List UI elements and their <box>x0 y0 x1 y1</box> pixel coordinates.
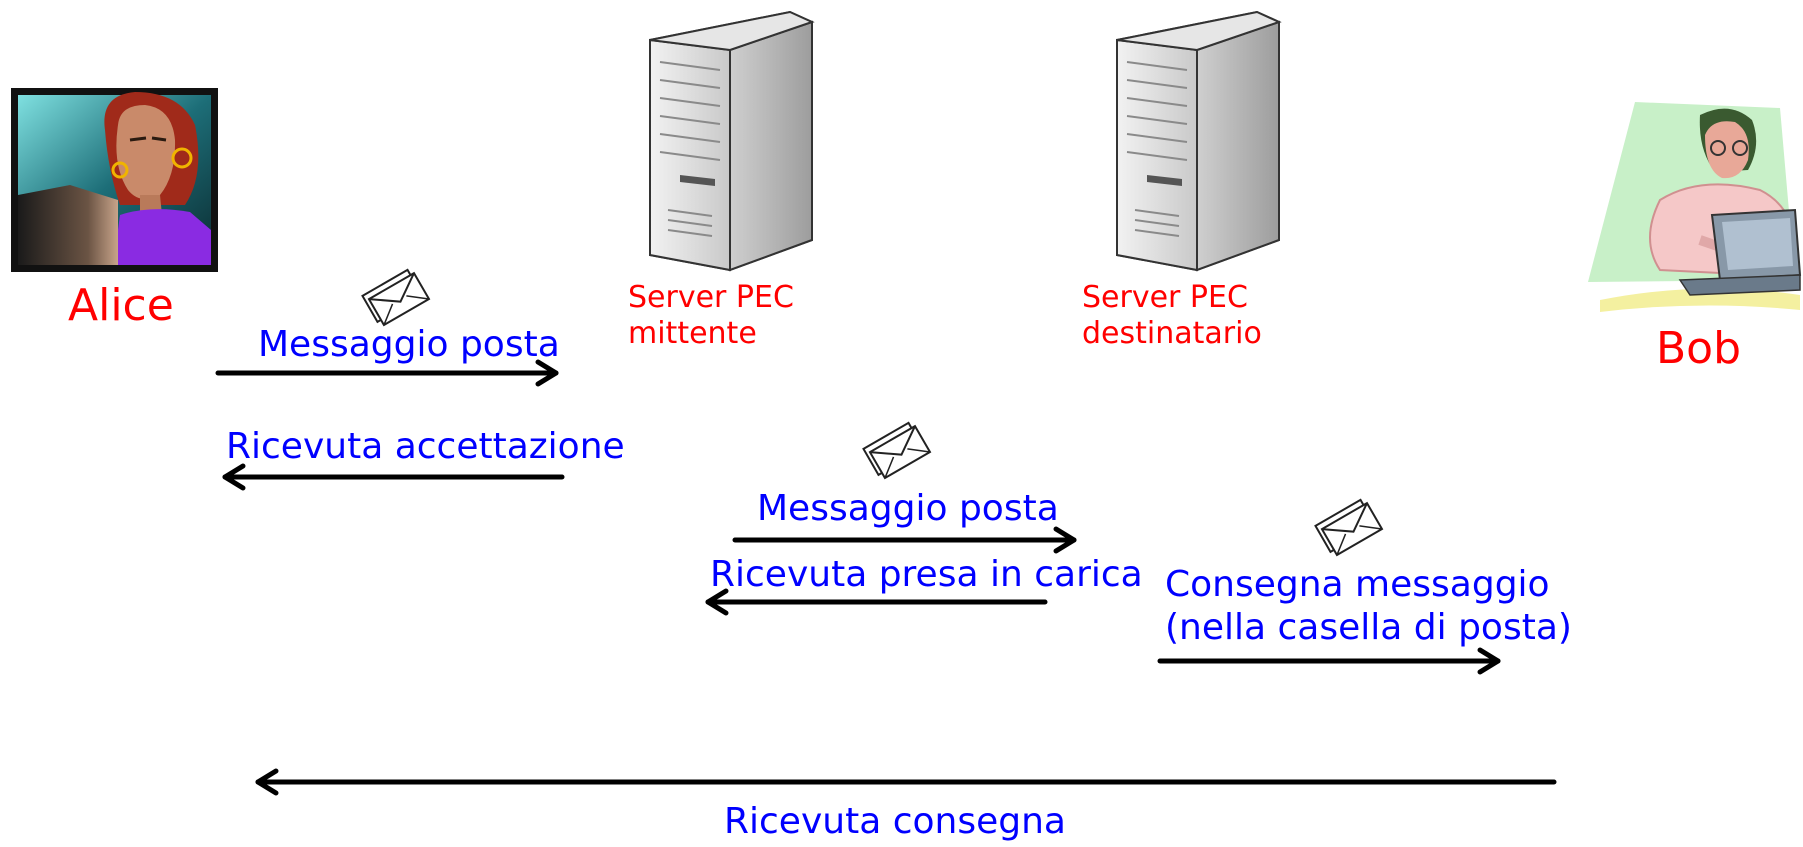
bob-icon <box>1588 102 1802 312</box>
message-label-4: Ricevuta presa in carica <box>710 554 1143 595</box>
arrow-receiver-to-sender <box>705 588 1048 616</box>
sender-server-label: Server PEC mittente <box>628 280 794 351</box>
receiver-server-icon <box>1116 10 1282 272</box>
message-label-6: Ricevuta consegna <box>724 801 1066 842</box>
message-label-3: Messaggio posta <box>757 488 1059 529</box>
envelope-icon-2 <box>862 421 932 480</box>
sender-server-icon <box>649 10 815 272</box>
alice-label: Alice <box>68 280 174 331</box>
arrow-receiver-to-bob <box>1157 647 1501 675</box>
message-label-2: Ricevuta accettazione <box>226 426 625 467</box>
receiver-server-label: Server PEC destinatario <box>1082 280 1262 351</box>
message-label-1: Messaggio posta <box>258 324 560 365</box>
arrow-bob-to-alice <box>255 768 1557 796</box>
arrow-alice-to-sender <box>215 359 559 387</box>
arrow-sender-to-receiver <box>732 526 1077 554</box>
envelope-icon-3 <box>1314 498 1384 557</box>
bob-label: Bob <box>1656 323 1742 374</box>
alice-icon <box>11 88 218 272</box>
arrow-sender-to-alice <box>222 463 565 491</box>
envelope-icon-1 <box>361 268 431 327</box>
message-label-5: Consegna messaggio (nella casella di pos… <box>1165 564 1572 649</box>
